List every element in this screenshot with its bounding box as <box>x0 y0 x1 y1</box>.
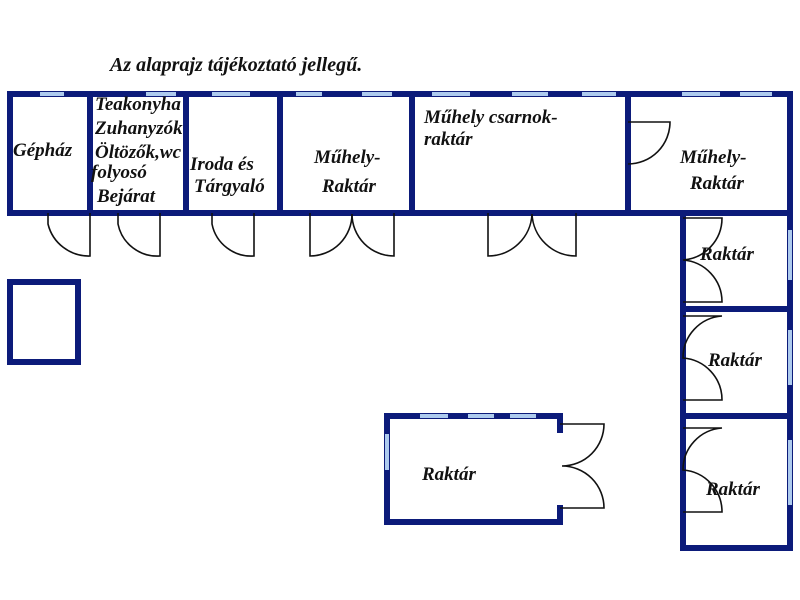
room-label-targyalo: Tárgyaló <box>194 176 265 197</box>
door-gephaz <box>47 213 91 257</box>
room-label-muhely2-line2: Raktár <box>689 173 744 194</box>
door-muhely1-right <box>351 213 395 257</box>
door-store <box>560 423 605 509</box>
room-label-oltozok: Öltözők,wc <box>95 142 182 163</box>
room-label-raktar-d: Raktár <box>421 464 476 485</box>
door-muhely1-left <box>309 213 353 257</box>
door-csarnok-right <box>531 213 577 257</box>
room-label-muhely2-line1: Műhely- <box>679 147 747 168</box>
room-label-csarnok-line1: Műhely csarnok- <box>423 107 558 128</box>
door-raktar-a <box>682 217 723 303</box>
room-label-raktar-b: Raktár <box>707 350 762 371</box>
plan-note: Az alaprajz tájékoztató jellegű. <box>108 54 362 76</box>
room-label-iroda: Iroda és <box>189 154 254 175</box>
room-label-raktar-a: Raktár <box>699 244 754 265</box>
door-iroda <box>211 213 255 257</box>
doors <box>47 121 723 513</box>
windows <box>40 92 792 505</box>
room-label-teakonyha: Teakonyha <box>95 94 181 115</box>
room-label-folyoso: folyosó <box>91 162 147 183</box>
room-label-muhely1-line1: Műhely- <box>313 147 381 168</box>
door-raktar-b <box>682 315 723 401</box>
room-label-muhely1-line2: Raktár <box>321 176 376 197</box>
room-label-zuhanyzok: Zuhanyzók <box>94 118 183 139</box>
small-square-outline <box>7 279 81 365</box>
door-raktar-c <box>682 427 723 513</box>
room-label-gephaz: Gépház <box>13 140 73 161</box>
door-muhely2 <box>627 121 671 165</box>
door-bejarat <box>117 213 161 257</box>
door-csarnok-left <box>487 213 533 257</box>
room-label-bejarat: Bejárat <box>96 186 156 207</box>
room-label-csarnok-line2: raktár <box>424 129 473 150</box>
room-label-raktar-c: Raktár <box>705 479 760 500</box>
